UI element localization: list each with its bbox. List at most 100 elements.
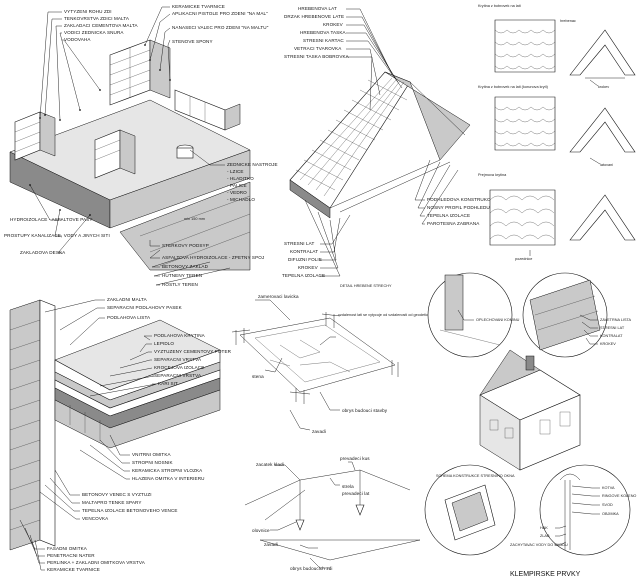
label-hook: HAK	[540, 526, 548, 530]
panel-site-layout: zamerovaci lavicka vzdalenost lati se vy…	[231, 284, 441, 434]
dimension-min-150: min 150 mm	[184, 217, 205, 221]
label-roof-window-scheme: SCHEMA KONSTRUKCE STRESNIHO OKNA	[436, 474, 515, 478]
label-roof-insulation-upper: TEPELNA IZOLACE	[427, 213, 470, 218]
panel-roof-truss: zacatek kladi prevadeci kus strela preva…	[244, 456, 421, 571]
label-mortar-gun: APLIKACNI PISTOLE PRO ZDENI "NA MAL"	[172, 11, 268, 16]
label-primer: PENETRACNI NATER	[47, 553, 95, 558]
label-tiles-row-2: Krytina z bobrovek na lati (korunova kry…	[478, 85, 549, 89]
label-tool-trowel: - LZICE	[227, 169, 244, 174]
label-tool-float: - HLADITKO	[227, 176, 254, 181]
label-facade-plaster: FASADNI OMITKA	[47, 546, 88, 551]
label-layout-note: vzdalenost lati se vytycuje od vzdalenos…	[338, 313, 441, 317]
panel-pitched-roof: HREBENOVA LAT DRZAK HREBENOVE LATE KROKE…	[282, 6, 494, 278]
label-ridge-batten: HREBENOVA LAT	[298, 6, 337, 11]
label-ring-block: VENCOVKA	[82, 516, 109, 521]
label-thin-joint-mortar: MALTAPRO TENKE SPARY	[82, 500, 142, 505]
label-skirting: PODLAHOVA LISTA	[107, 315, 151, 320]
label-string: stena	[252, 374, 264, 379]
label-tool-mixer: - MICHADLO	[227, 197, 255, 202]
label-ring-beam: BETONOVY VENEC S VYZTUZI	[82, 492, 152, 497]
label-soffit-structure: PODHLEDOVA KONSTRUKCE	[427, 197, 494, 202]
label-roof-batten-detail: STRESNI LAT	[600, 326, 625, 330]
label-adhesive: LEPIDLO	[154, 341, 174, 346]
title-sheet-metal-elements: KLEMPIRSKE PRVKY	[510, 571, 581, 578]
label-tiles-ridge: hrebenac	[560, 19, 576, 23]
label-beaver-tail-tile: STRESNI TASKA BOBROVKA	[284, 54, 350, 59]
label-building-outline: obrys budouci stavby	[342, 408, 388, 413]
label-tiles-rafter: krokev	[598, 85, 609, 89]
label-counter-batten-detail: KONTRALAT	[600, 334, 623, 338]
label-tool-bucket: - VEDRO	[227, 190, 247, 195]
label-tiles-row-3: Prejmova krytina	[478, 173, 507, 177]
label-ceiling-insert: KERAMICKA STROPNI VLOZKA	[132, 468, 203, 473]
label-batter-board: zamerovaci lavicka	[258, 294, 299, 299]
label-chimney-flashing: OPLECHOVANI KOMINU	[476, 318, 520, 322]
label-mesh: KARI SIT	[158, 381, 178, 386]
label-roof-batten: STRESNI LAT	[284, 241, 314, 246]
label-mason-tools: ZEDNICKE NASTROJE	[227, 162, 278, 167]
label-truss-roof: strela	[342, 484, 354, 489]
label-corner-layout: VYTYZENI ROHU ZDI	[64, 9, 112, 14]
label-truss-plumb: zavadi	[264, 542, 278, 547]
label-vapor-barrier: PAROTESNA ZABRANA	[427, 221, 480, 226]
label-rafter-detail: KROKEV	[600, 342, 616, 346]
label-mesh-base-coat: PERLINKA + ZAKLADNI OMITKOVA VRSTVA	[47, 560, 146, 565]
label-tool-mallet: - PALICE	[227, 183, 247, 188]
label-roof-brush: STRESNI KARTAC	[303, 38, 344, 43]
label-soffit-profile: NOSNY PROFIL PODHLEDU	[427, 205, 490, 210]
label-ring-beam-insulation: TEPELNA IZOLACE BETONOVEHO VENCE	[82, 508, 178, 513]
label-verge-trim: ZAVETRNA LISTA	[600, 318, 632, 322]
label-rafter-top: KROKEV	[323, 22, 344, 27]
label-downpipe: SVOD	[602, 503, 613, 507]
label-base-mortar-floor: ZAKLADNI MALTA	[107, 297, 148, 302]
label-asphalt-waterproofing: HYDROIZOLACE - ASFALTOVE PASY	[10, 217, 93, 222]
label-ceramic-blocks-wall: KERAMICKE TVARNICE	[47, 567, 100, 572]
label-ridge-detail: DETAIL HREBENE STRECHY	[340, 284, 392, 288]
label-transfer-batten: prevadeci lat	[342, 491, 370, 496]
label-thin-mortar: TENKOVRSTVA ZDICI MALTA	[64, 16, 130, 21]
label-future-walls: obrys budoucich zdi	[290, 566, 333, 571]
label-foundation-slab: ZAKLADOVA DESKA	[20, 250, 66, 255]
label-roof-insulation-lower: TEPELNA IZOLACE	[282, 273, 325, 278]
panel-floor-section: ZAKLADNI MALTA SEPARACNI PODLAHOVY PASEK…	[9, 297, 232, 572]
label-impact-insulation: KROCEJOVA IZOLACE	[154, 365, 204, 370]
label-utility-penetrations: PROSTUPY KANALIZACE, VODY A JINYCH SITI	[4, 233, 110, 238]
label-separation-layer-1: SEPARACNI VRSTVA	[154, 357, 202, 362]
label-vent-piece: VETRACI TVAROVKA	[294, 46, 342, 51]
label-smooth-plaster: HLAZENA OMITKA V INTERIERU	[132, 476, 205, 481]
label-floor-strip: SEPARACNI PODLAHOVY PASEK	[107, 305, 183, 310]
label-rafter-bottom: KROKEV	[298, 265, 319, 270]
label-concrete-footing: BETONOVY ZAKLAD	[162, 264, 209, 269]
label-tiles-battens: latovani	[600, 163, 613, 167]
label-counter-batten: KONTRALAT	[290, 249, 318, 254]
label-ring-elbow: RINGOVE KOLENO	[602, 494, 636, 498]
label-gravel-bed: STERKOVY PODSYP	[162, 243, 209, 248]
label-interior-plaster: VNITRNI OMITKA	[132, 452, 171, 457]
label-base-mortar: ZAKLADACI CEMENTOVA MALTA	[64, 23, 138, 28]
label-gutter: ZLAB	[540, 534, 550, 538]
label-separation-layer-2: SEPARACNI VRSTVA	[154, 373, 202, 378]
label-spirit-level: VODOVAHA	[64, 37, 91, 42]
label-wall-ties: STENOVE SPONY	[172, 39, 213, 44]
label-return-joint: ASFALTOVA HYDROIZOLACE - ZPETNY SPOJ	[162, 255, 264, 260]
label-plumb: zavadi	[312, 429, 326, 434]
label-ridge-tile: HREBENOVA TASKA	[300, 30, 347, 35]
label-natural-soil: ROSTLY TEREN	[162, 282, 198, 287]
label-clamp: OBJIMKA	[602, 512, 619, 516]
label-ceiling-beam: STROPNI NOSNIK	[132, 460, 174, 465]
label-mortar-roller: NANASECI VALEC PRO ZDENI "NA MALTU"	[172, 25, 269, 30]
label-water-collector: ZACHYTAVAC VODY DO SVODU	[510, 543, 568, 547]
panel-tile-details: Krytina z bobrovek na lati Krytina z bob…	[478, 4, 636, 261]
label-ridge-batten-holder: DRZAK HREBENOVE LATE	[284, 14, 344, 19]
label-ceramic-blocks: KERAMICKE TVARNICE	[172, 4, 225, 9]
panel-house-flashing: OPLECHOVANI KOMINU ZAVETRNA LISTA STRESN…	[424, 272, 636, 578]
label-diffusion-foil: DIFUZNI FOLIE	[288, 257, 322, 262]
label-screed: VYZTUZENY CEMENTOVY POTER	[154, 349, 232, 354]
label-compacted-soil: HUTNENY TEREN	[162, 273, 202, 278]
label-guide-string: VODICI ZEDNICKA SNURA	[64, 30, 124, 35]
label-transfer-piece: prevadeci kus	[340, 456, 370, 461]
panel-masonry-foundation: VYTYZENI ROHU ZDI TENKOVRSTVA ZDICI MALT…	[4, 4, 278, 287]
label-tiles-wall-plate: pozednice	[515, 257, 532, 261]
label-floor-covering: PODLAHOVA KRYTINA	[154, 333, 206, 338]
